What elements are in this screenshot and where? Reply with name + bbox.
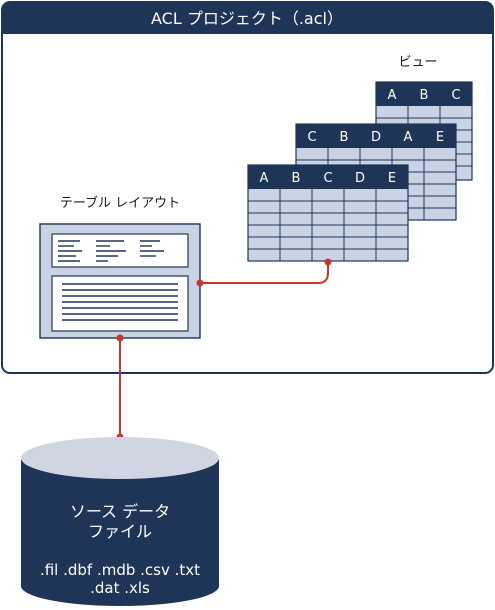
connector-dot — [324, 258, 332, 266]
source-file-extensions: .fil .dbf .mdb .csv .txt — [40, 561, 200, 579]
column-header: E — [388, 171, 396, 186]
connector-layout-to-views — [196, 258, 332, 287]
views-label: ビュー — [398, 55, 437, 70]
table-layout-body-panel — [51, 275, 189, 332]
source-file-extensions: .dat .xls — [90, 579, 150, 597]
project-title: ACL プロジェクト（.acl） — [151, 9, 343, 28]
column-header: E — [436, 130, 444, 145]
view-table-back-header — [376, 82, 472, 106]
connector-dot — [196, 279, 204, 287]
column-header: B — [340, 130, 349, 145]
column-header: A — [388, 88, 397, 103]
column-header: A — [404, 130, 413, 145]
cylinder-top — [21, 437, 219, 479]
view-table-front: A B C D E — [247, 164, 409, 262]
column-header: B — [292, 171, 301, 186]
source-file-title: ソース データ — [70, 502, 170, 521]
connector-line — [200, 262, 329, 284]
source-data-file-cylinder: ソース データ ファイル .fil .dbf .mdb .csv .txt .d… — [21, 437, 219, 606]
connector-dot — [116, 334, 124, 342]
column-header: C — [323, 171, 332, 186]
header-field-lines — [58, 240, 164, 262]
column-header: C — [451, 88, 460, 103]
cylinder-body — [21, 458, 219, 606]
view-table-front-header — [248, 165, 408, 189]
body-record-lines — [62, 283, 178, 321]
table-layout-document — [39, 223, 201, 339]
view-table-middle-header — [296, 124, 456, 148]
column-header: D — [355, 171, 365, 186]
source-file-title: ファイル — [88, 522, 152, 541]
project-title-bar — [2, 2, 493, 34]
column-header: C — [307, 130, 316, 145]
column-header: A — [260, 171, 269, 186]
table-layout-label: テーブル レイアウト — [60, 195, 180, 211]
column-header: D — [371, 130, 381, 145]
column-header: B — [420, 88, 429, 103]
